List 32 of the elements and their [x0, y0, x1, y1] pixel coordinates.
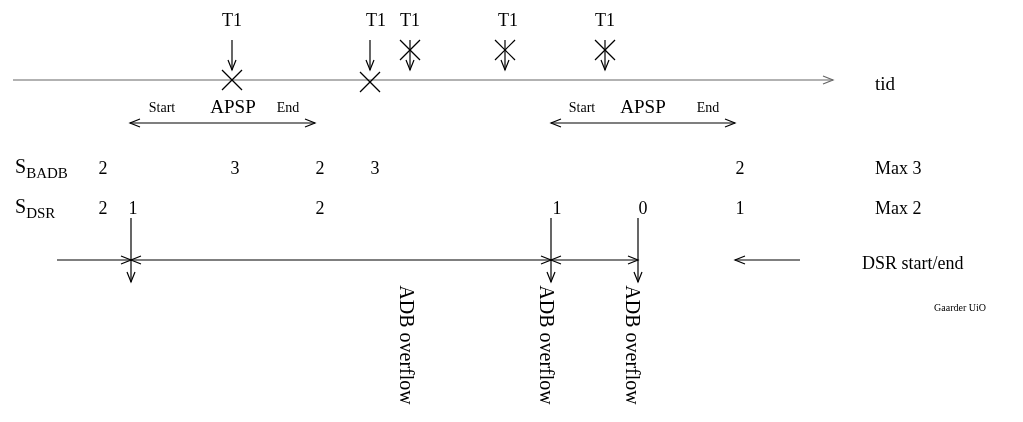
limit-label: Max 2	[875, 199, 922, 217]
counter-value: 3	[230, 159, 240, 177]
counter-value: 1	[552, 199, 562, 217]
interval-label: Start	[148, 101, 176, 115]
counter-value: 1	[128, 199, 138, 217]
event-label: T1	[400, 11, 420, 29]
interval-label: Start	[568, 101, 596, 115]
counter-value: 0	[638, 199, 648, 217]
interval-label: APSP	[210, 96, 256, 116]
counter-value: 2	[98, 199, 108, 217]
counter-value: 2	[98, 159, 108, 177]
counter-value: 2	[315, 159, 325, 177]
event-label: ADB overflow	[537, 285, 557, 405]
event-label: ADB overflow	[623, 285, 643, 405]
author-note: Gaarder UiO	[934, 303, 986, 313]
interval-label: End	[696, 101, 720, 115]
row-label: S$_{DSR}$	[15, 196, 56, 216]
counter-value: 3	[370, 159, 380, 177]
axis-label: DSR start/end	[862, 254, 964, 272]
counter-value: 1	[735, 199, 745, 217]
event-label: T1	[222, 11, 242, 29]
interval-label: End	[276, 101, 300, 115]
event-label: T1	[498, 11, 518, 29]
row-label: S$_{BADB}$	[15, 156, 68, 176]
event-label: T1	[366, 11, 386, 29]
limit-label: Max 3	[875, 159, 922, 177]
interval-label: APSP	[620, 96, 666, 116]
counter-value: 2	[315, 199, 325, 217]
event-label: ADB overflow	[397, 285, 417, 405]
axis-label: tid	[875, 73, 896, 93]
event-label: T1	[595, 11, 615, 29]
counter-value: 2	[735, 159, 745, 177]
